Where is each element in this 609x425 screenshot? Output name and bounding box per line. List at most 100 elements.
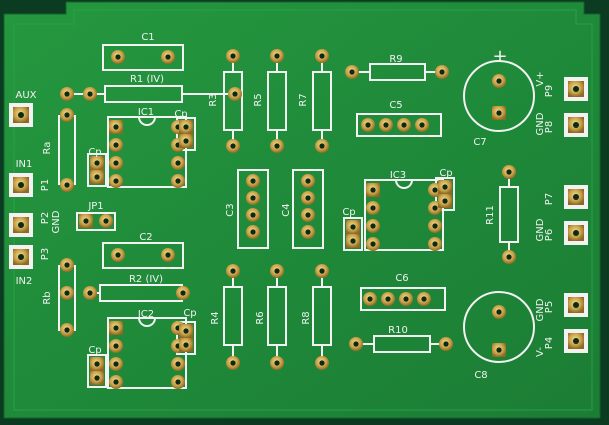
- solder-pad: [492, 305, 506, 319]
- solder-pad: [83, 87, 97, 101]
- solder-pad: [161, 50, 175, 64]
- solder-pad: [109, 375, 123, 389]
- ic-notch: [395, 179, 413, 189]
- c6-outline: [360, 287, 446, 311]
- solder-pad: [438, 180, 452, 194]
- solder-pad: [179, 324, 193, 338]
- label-r3: R3: [208, 93, 219, 106]
- ic-notch: [138, 116, 156, 126]
- solder-pad: [301, 225, 315, 239]
- label-c1: C1: [141, 32, 154, 43]
- label-r7: R7: [298, 93, 309, 106]
- cp-outline: [87, 153, 107, 187]
- solder-pad: [502, 250, 516, 264]
- solder-pad: [349, 337, 363, 351]
- solder-pad: [492, 343, 506, 357]
- label-p6: P6: [544, 229, 555, 241]
- connector-pad: [564, 329, 588, 353]
- c1-outline: [102, 44, 184, 71]
- c5-outline: [356, 113, 442, 137]
- solder-pad: [270, 139, 284, 153]
- cp-outline: [343, 217, 363, 251]
- solder-pad: [270, 356, 284, 370]
- pcb-outline: [3, 1, 601, 419]
- solder-pad: [226, 139, 240, 153]
- solder-pad: [111, 50, 125, 64]
- connector-pad: [564, 77, 588, 101]
- label-cp: Cp: [174, 109, 187, 120]
- solder-pad: [171, 156, 185, 170]
- label-r4: R4: [210, 311, 221, 324]
- label-jp1: JP1: [87, 201, 103, 212]
- connector-pad: [9, 173, 33, 197]
- solder-pad: [417, 292, 431, 306]
- label-c2: C2: [139, 232, 152, 243]
- solder-pad: [161, 248, 175, 262]
- ic-notch: [138, 317, 156, 327]
- label-r1: R1 (IV): [130, 74, 164, 85]
- jp1-outline: [76, 212, 116, 231]
- label-cp: Cp: [342, 207, 355, 218]
- solder-pad: [492, 106, 506, 120]
- solder-pad: [60, 323, 74, 337]
- label-r9: R9: [389, 54, 402, 65]
- label-p8: P8: [544, 121, 555, 133]
- solder-pad: [179, 120, 193, 134]
- solder-pad: [428, 219, 442, 233]
- solder-pad: [301, 191, 315, 205]
- solder-pad: [315, 356, 329, 370]
- resistor-body: [369, 63, 426, 81]
- solder-pad: [109, 120, 123, 134]
- solder-pad: [301, 208, 315, 222]
- resistor-body: [373, 335, 431, 353]
- c2-outline: [102, 242, 184, 269]
- label-ic2: IC2: [138, 309, 154, 320]
- solder-pad: [246, 191, 260, 205]
- label-ic3: IC3: [390, 170, 406, 181]
- solder-pad: [438, 194, 452, 208]
- solder-pad: [502, 165, 516, 179]
- label-c3: C3: [225, 203, 236, 216]
- label-r2: R2 (IV): [129, 274, 163, 285]
- ic1-outline: [107, 116, 187, 188]
- solder-pad: [228, 87, 242, 101]
- solder-pad: [171, 357, 185, 371]
- solder-pad: [90, 357, 104, 371]
- solder-pad: [171, 174, 185, 188]
- solder-pad: [226, 356, 240, 370]
- label-ic1: IC1: [138, 107, 154, 118]
- solder-pad: [109, 321, 123, 335]
- label-c4: C4: [281, 203, 292, 216]
- solder-pad: [315, 49, 329, 63]
- solder-pad: [171, 375, 185, 389]
- resistor-body: [312, 286, 332, 346]
- label-in2: IN2: [16, 276, 33, 287]
- solder-pad: [226, 49, 240, 63]
- label-in1: IN1: [16, 159, 33, 170]
- label-ra: Ra: [42, 142, 53, 155]
- solder-pad: [99, 214, 113, 228]
- solder-pad: [246, 225, 260, 239]
- label-gnd-2: GND: [535, 218, 546, 241]
- label-p4: P4: [544, 337, 555, 349]
- connector-pad: [9, 103, 33, 127]
- solder-pad: [90, 170, 104, 184]
- resistor-body: [499, 186, 519, 243]
- solder-pad: [226, 264, 240, 278]
- label-rb: Rb: [42, 291, 53, 304]
- label-p2: P2: [40, 212, 51, 224]
- solder-pad: [363, 292, 377, 306]
- solder-pad: [399, 292, 413, 306]
- cp-outline: [176, 321, 196, 355]
- solder-pad: [109, 339, 123, 353]
- label-c5: C5: [389, 100, 402, 111]
- solder-pad: [60, 108, 74, 122]
- solder-pad: [246, 174, 260, 188]
- solder-pad: [439, 337, 453, 351]
- c3-outline: [237, 169, 269, 249]
- solder-pad: [397, 118, 411, 132]
- connector-pad: [564, 293, 588, 317]
- label-p9: P9: [544, 85, 555, 97]
- label-vminus: V-: [535, 347, 546, 357]
